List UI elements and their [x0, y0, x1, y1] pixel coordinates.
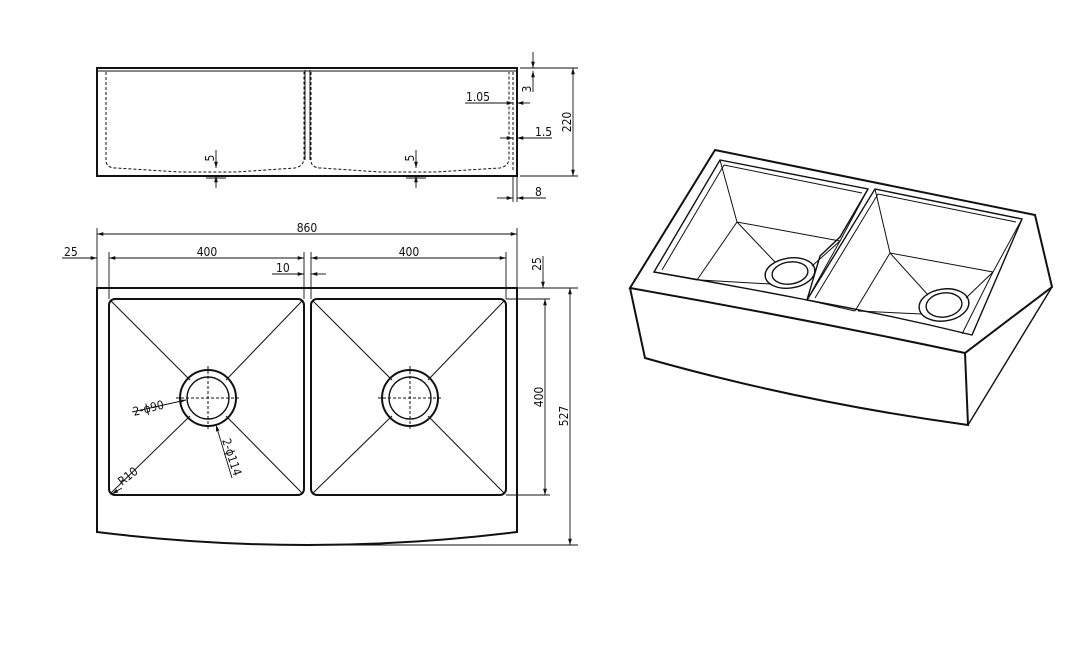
top-plan-view: 2-ϕ90 2-ϕ114 R10 860 400 400 10 25 25: [62, 221, 578, 546]
dim-left-margin-label: 25: [64, 245, 78, 259]
dim-top-margin-label: 25: [530, 257, 544, 271]
dim-right-bowl-label: 400: [399, 245, 420, 259]
iso-apron-face: [629, 287, 970, 427]
left-bowl-hidden-line: [105, 72, 305, 173]
flange-diameter-label: 2-ϕ114: [219, 437, 244, 478]
iso-left-drain-flange: [764, 257, 816, 289]
dim-divider-label: 10: [276, 261, 290, 275]
dim-bottom-left-label: 5: [203, 155, 217, 162]
dim-bottom-right-label: 5: [403, 155, 417, 162]
dim-total-width-label: 860: [297, 221, 318, 235]
dim-wall-1-label: 1.05: [466, 90, 490, 104]
right-bowl-hidden-line: [310, 72, 510, 173]
isometric-view: [628, 148, 1054, 427]
dim-apron-label: 8: [535, 185, 542, 199]
dim-height-label: 220: [560, 112, 574, 133]
dim-lip-label: 3: [520, 86, 534, 93]
plan-view-outline: [96, 287, 518, 546]
dim-total-depth-label: 527: [557, 406, 571, 427]
front-view-outline: [96, 67, 518, 177]
front-elevation-view: 220 3 1.05 1.5 5 5 8: [96, 52, 578, 202]
left-bowl-outline: [108, 298, 305, 496]
iso-left-drain-hole: [771, 261, 809, 285]
dim-left-bowl-label: 400: [197, 245, 218, 259]
dim-wall-2-label: 1.5: [535, 125, 552, 139]
dim-bowl-depth-label: 400: [532, 387, 546, 408]
right-bowl-outline: [310, 298, 507, 496]
iso-right-drain-flange: [918, 288, 970, 322]
iso-outer-rim: [628, 148, 1054, 355]
iso-right-drain-hole: [925, 292, 963, 318]
drain-diameter-label: 2-ϕ90: [131, 398, 165, 419]
